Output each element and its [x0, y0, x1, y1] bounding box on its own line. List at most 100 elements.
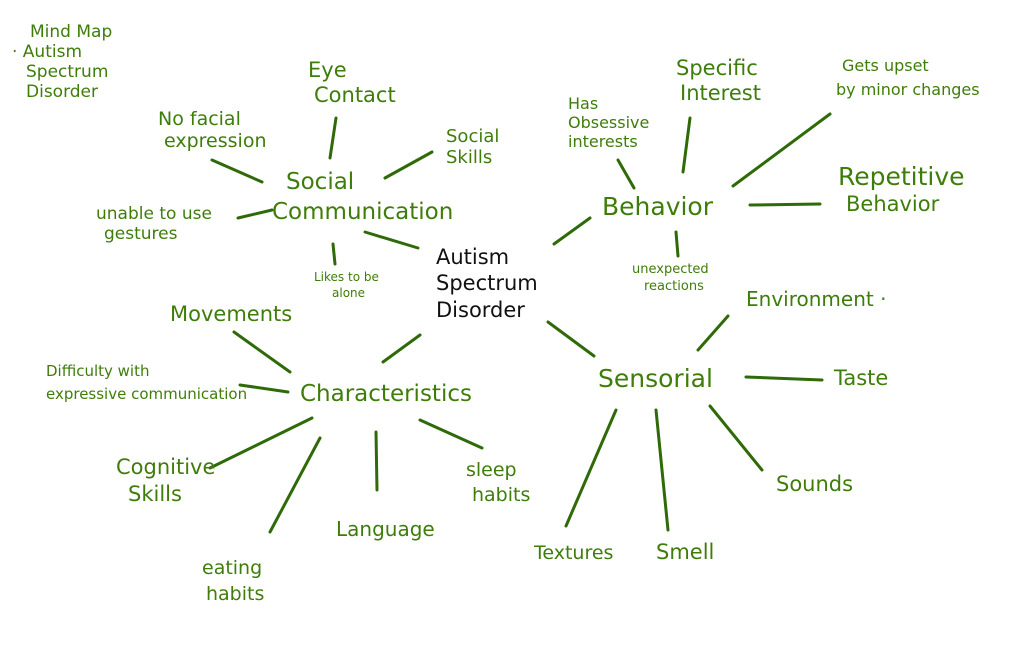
note-line-2: · Autism: [12, 42, 83, 63]
sounds-line-1: Sounds: [776, 472, 854, 496]
gestures-line-1: unable to use: [96, 204, 212, 224]
node-social-skills: Social Skills: [446, 126, 499, 168]
link-social-skills: [383, 150, 434, 180]
link-sens-environment: [696, 314, 730, 352]
note-line-1: Mind Map: [30, 22, 113, 42]
behavior-line-1: Behavior: [602, 192, 714, 221]
node-language: Language: [336, 517, 435, 542]
alone-line-1: Likes to be: [314, 270, 379, 284]
center-line-2: Spectrum: [436, 271, 538, 296]
repetitive-line-1: Repetitive: [838, 162, 965, 191]
center-line-3: Disorder: [436, 297, 525, 322]
node-textures: Textures: [534, 542, 613, 564]
specific-line-2: Interest: [680, 80, 761, 105]
unexpected-line-1: unexpected: [632, 262, 709, 277]
node-cognitive-skills: Cognitive Skills: [116, 454, 215, 509]
social-line-2: Communication: [272, 198, 454, 225]
node-sleep-habits: sleep habits: [466, 458, 530, 507]
textures-line-1: Textures: [534, 542, 614, 564]
eating-line-2: habits: [206, 582, 265, 605]
cognitive-line-1: Cognitive: [116, 455, 216, 479]
branch-social-communication: Social Communication: [272, 168, 453, 228]
unexpected-line-2: reactions: [644, 278, 704, 294]
node-no-facial-expression: No facial expression: [158, 108, 267, 153]
link-center-characteristics: [381, 333, 422, 364]
node-obsessive-interests: Has Obsessive interests: [568, 94, 649, 152]
environment-line-1: Environment ·: [746, 287, 887, 311]
difficulty-line-1: Difficulty with: [46, 362, 150, 380]
link-char-movements: [232, 330, 292, 374]
node-taste: Taste: [834, 366, 888, 391]
language-line-1: Language: [336, 517, 435, 541]
branch-sensorial: Sensorial: [598, 364, 713, 394]
center-line-1: Autism: [436, 245, 510, 269]
node-difficulty-expressive: Difficulty with expressive communication: [46, 360, 247, 405]
link-behavior-obsessive: [616, 158, 636, 190]
node-unable-gestures: unable to use gestures: [96, 204, 212, 244]
node-smell: Smell: [656, 540, 714, 565]
node-movements: Movements: [170, 302, 292, 327]
specific-line-1: Specific: [676, 56, 758, 80]
smell-line-1: Smell: [656, 540, 715, 564]
link-social-eye-contact: [328, 116, 338, 160]
mind-map-note: Mind Map · Autism Spectrum Disorder: [12, 22, 112, 102]
node-gets-upset: Gets upset by minor changes: [836, 54, 980, 102]
upset-line-1: Gets upset: [842, 56, 929, 75]
upset-line-2: by minor changes: [836, 80, 980, 99]
link-behavior-repetitive: [748, 202, 822, 207]
cognitive-line-2: Skills: [128, 482, 182, 507]
eye-contact-line-2: Contact: [314, 82, 396, 107]
node-likes-alone: Likes to be alone: [314, 270, 379, 301]
link-social-no-facial: [210, 158, 264, 184]
note-line-4: Disorder: [26, 82, 99, 103]
link-social-gestures: [236, 208, 274, 220]
node-eye-contact: Eye Contact: [308, 58, 396, 108]
obsessive-line-2: Obsessive: [568, 113, 650, 133]
characteristics-line-1: Characteristics: [300, 381, 472, 407]
movements-line-1: Movements: [170, 302, 293, 326]
social-skills-line-2: Skills: [446, 147, 493, 169]
link-center-sensorial: [546, 320, 596, 358]
no-facial-line-2: expression: [164, 130, 267, 153]
link-center-social: [363, 230, 420, 250]
no-facial-line-1: No facial: [158, 108, 241, 130]
link-sens-textures: [564, 408, 618, 528]
link-char-eating: [268, 436, 322, 534]
link-behavior-upset: [731, 112, 832, 188]
node-eating-habits: eating habits: [202, 556, 264, 607]
link-char-cognitive: [208, 416, 314, 470]
obsessive-line-3: interests: [568, 132, 638, 152]
link-center-behavior: [552, 216, 592, 246]
link-social-alone: [331, 242, 337, 266]
difficulty-line-2: expressive communication: [46, 384, 248, 403]
link-sens-taste: [744, 375, 824, 382]
sleep-line-1: sleep: [466, 459, 517, 481]
node-unexpected-reactions: unexpected reactions: [632, 262, 709, 296]
eating-line-1: eating: [202, 557, 263, 579]
taste-line-1: Taste: [834, 366, 889, 390]
link-char-difficulty: [238, 383, 290, 394]
link-sens-sounds: [708, 404, 764, 472]
link-behavior-unexpected: [674, 230, 680, 258]
center-node: Autism Spectrum Disorder: [436, 244, 538, 323]
note-line-3: Spectrum: [26, 62, 109, 83]
node-specific-interest: Specific Interest: [676, 56, 761, 106]
eye-contact-line-1: Eye: [308, 58, 347, 82]
repetitive-line-2: Behavior: [846, 192, 940, 216]
node-sounds: Sounds: [776, 472, 853, 497]
obsessive-line-1: Has: [568, 94, 599, 113]
node-repetitive-behavior: Repetitive Behavior: [838, 162, 965, 217]
alone-line-2: alone: [332, 285, 366, 300]
branch-characteristics: Characteristics: [300, 381, 472, 408]
link-char-sleep: [418, 418, 484, 450]
sensorial-line-1: Sensorial: [598, 364, 713, 393]
link-char-language: [374, 430, 379, 492]
social-skills-line-1: Social: [446, 126, 500, 147]
link-behavior-interest: [681, 116, 692, 174]
social-line-1: Social: [286, 169, 355, 195]
sleep-line-2: habits: [472, 483, 531, 506]
node-environment: Environment ·: [746, 287, 887, 312]
link-sens-smell: [654, 408, 670, 532]
